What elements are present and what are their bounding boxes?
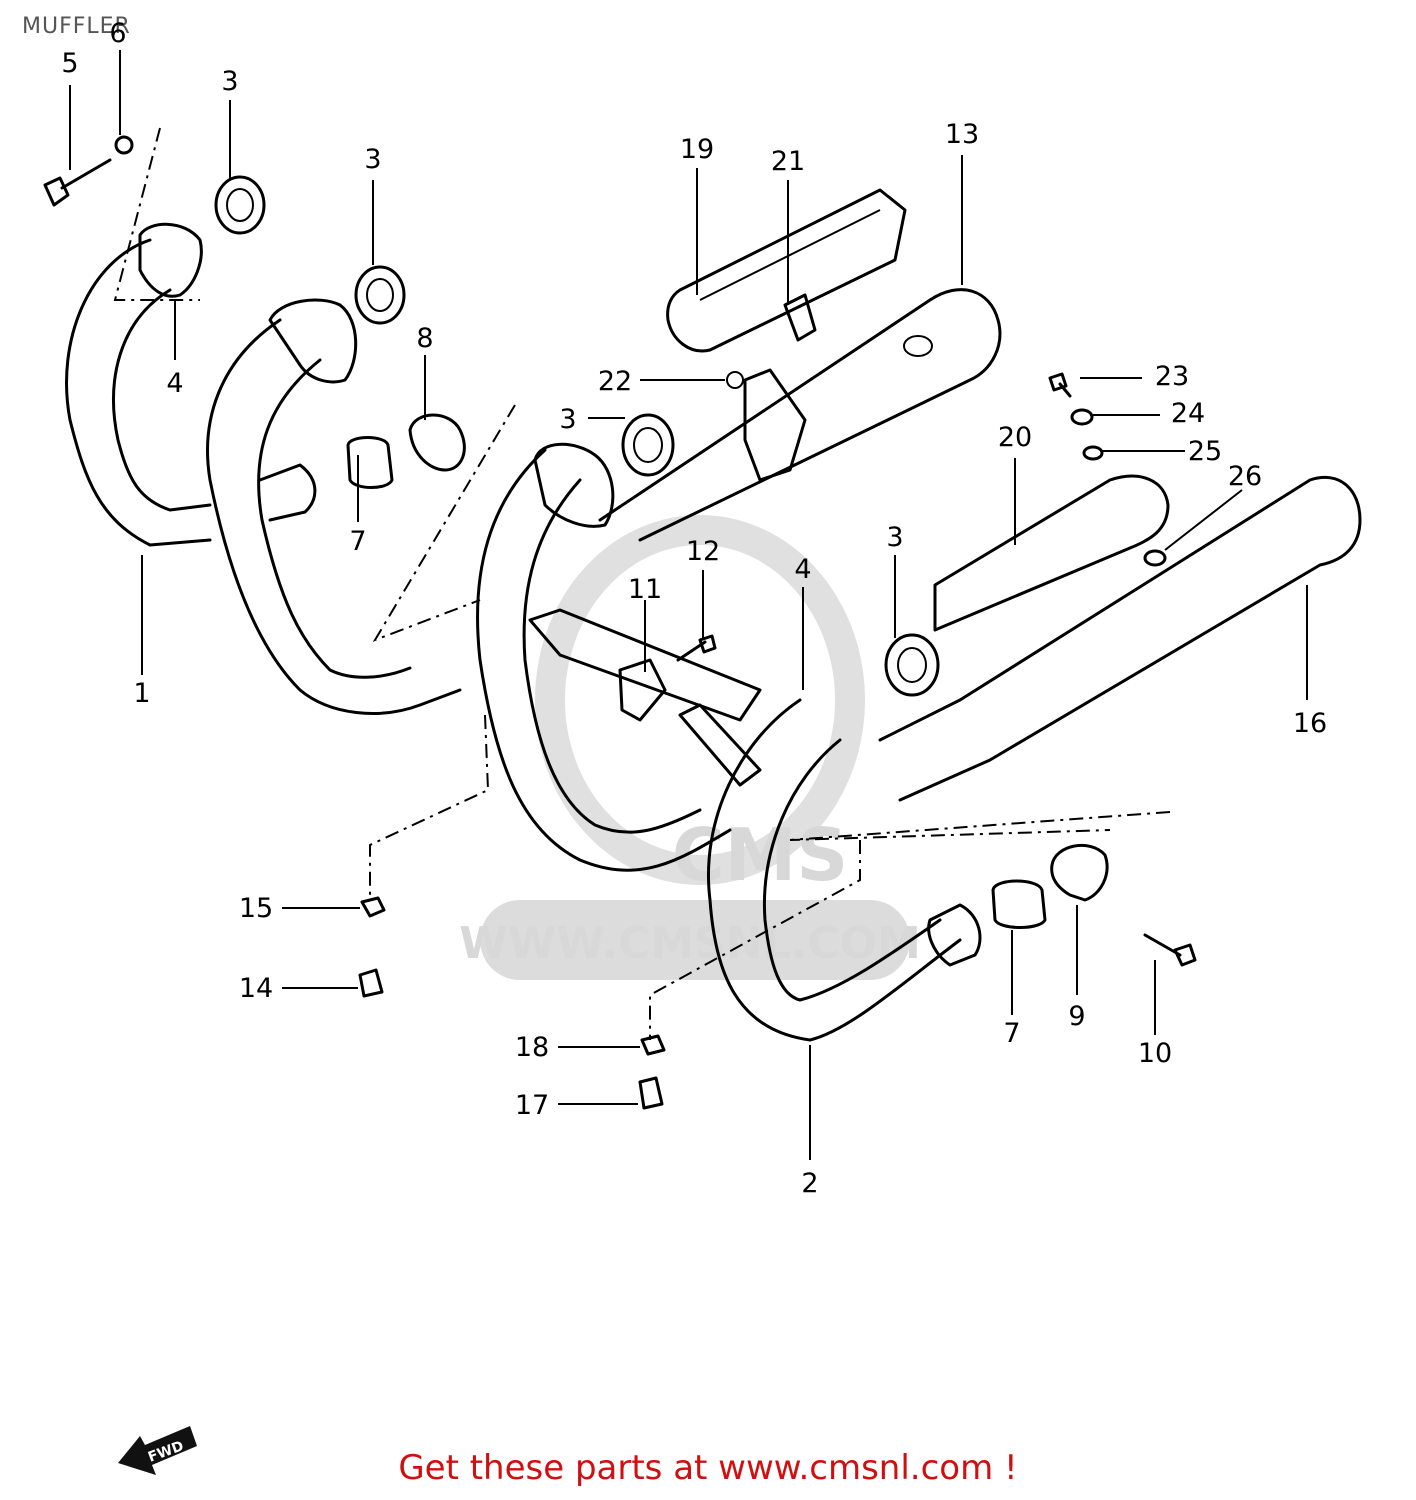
callout-7: 7 <box>349 526 366 557</box>
callout-21: 21 <box>771 146 805 177</box>
callout-labels: 5 6 3 3 4 8 7 1 19 21 13 22 3 23 24 25 2… <box>61 18 1327 1199</box>
callout-9: 9 <box>1068 1001 1085 1032</box>
exhaust-pipe-1[interactable] <box>65 222 212 547</box>
gasket-3-d[interactable] <box>884 633 940 697</box>
washer-24[interactable] <box>1070 408 1094 426</box>
callout-16: 16 <box>1293 708 1327 739</box>
callout-2: 2 <box>801 1168 818 1199</box>
bolt-10[interactable] <box>1143 933 1197 967</box>
bolt-14[interactable] <box>358 968 384 998</box>
exhaust-pipe-2[interactable] <box>707 698 982 1042</box>
joint-7-b[interactable] <box>991 879 1047 929</box>
assembly-leader-lines <box>113 127 1171 1040</box>
clamp-8[interactable] <box>408 413 466 472</box>
callout-11: 11 <box>628 574 662 605</box>
callout-18: 18 <box>515 1032 549 1063</box>
bolt-5[interactable] <box>43 158 112 207</box>
watermark-logo: CMS <box>672 813 848 897</box>
callout-leaders <box>69 50 1308 1160</box>
clamp-9[interactable] <box>1050 844 1109 902</box>
gasket-3-b[interactable] <box>354 265 406 325</box>
callout-14: 14 <box>239 973 273 1004</box>
footer-link-text[interactable]: Get these parts at www.cmsnl.com ! <box>398 1448 1018 1488</box>
nut-15[interactable] <box>360 896 386 918</box>
callout-10: 10 <box>1138 1038 1172 1069</box>
callout-23: 23 <box>1155 361 1189 392</box>
callout-19: 19 <box>680 134 714 165</box>
callout-25: 25 <box>1188 436 1222 467</box>
callout-17: 17 <box>515 1090 549 1121</box>
muffler-13[interactable] <box>598 288 1002 542</box>
washer-25[interactable] <box>1082 445 1104 461</box>
muffler-16[interactable] <box>878 475 1362 802</box>
gasket-3-c[interactable] <box>621 413 675 477</box>
callout-3: 3 <box>886 522 903 553</box>
exhaust-pipe-middle-left[interactable] <box>206 298 462 715</box>
callout-3: 3 <box>221 66 238 97</box>
diagram-title: MUFFLER <box>22 14 131 39</box>
watermark-url: WWW.CMSNL.COM <box>459 918 921 969</box>
nut-18[interactable] <box>640 1034 666 1056</box>
callout-3: 3 <box>364 144 381 175</box>
joint-7-a[interactable] <box>346 436 394 489</box>
callout-4: 4 <box>166 368 183 399</box>
callout-22: 22 <box>598 366 632 397</box>
callout-5: 5 <box>61 48 78 79</box>
callout-24: 24 <box>1171 398 1205 429</box>
bracket-21[interactable] <box>783 293 817 342</box>
callout-4: 4 <box>794 554 811 585</box>
callout-12: 12 <box>686 536 720 567</box>
bolt-12[interactable] <box>676 634 717 662</box>
bracket-22[interactable] <box>726 368 807 482</box>
callout-15: 15 <box>239 893 273 924</box>
callout-20: 20 <box>998 422 1032 453</box>
exhaust-pipe-middle-right[interactable] <box>476 442 762 872</box>
callout-6: 6 <box>109 18 126 49</box>
callout-13: 13 <box>945 119 979 150</box>
callout-1: 1 <box>133 678 150 709</box>
gasket-3-a[interactable] <box>214 175 266 235</box>
washer-26[interactable] <box>1143 549 1167 567</box>
callout-8: 8 <box>416 323 433 354</box>
callout-3: 3 <box>559 404 576 435</box>
bolt-17[interactable] <box>638 1076 664 1110</box>
callout-7: 7 <box>1003 1018 1020 1049</box>
bolt-23[interactable] <box>1048 372 1072 398</box>
washer-6[interactable] <box>114 135 134 155</box>
heat-shield-19[interactable] <box>666 188 907 353</box>
cmsnl-watermark: WWW.CMSNL.COM CMS <box>459 515 921 980</box>
callout-26: 26 <box>1228 461 1262 492</box>
heat-shield-20[interactable] <box>933 474 1170 632</box>
